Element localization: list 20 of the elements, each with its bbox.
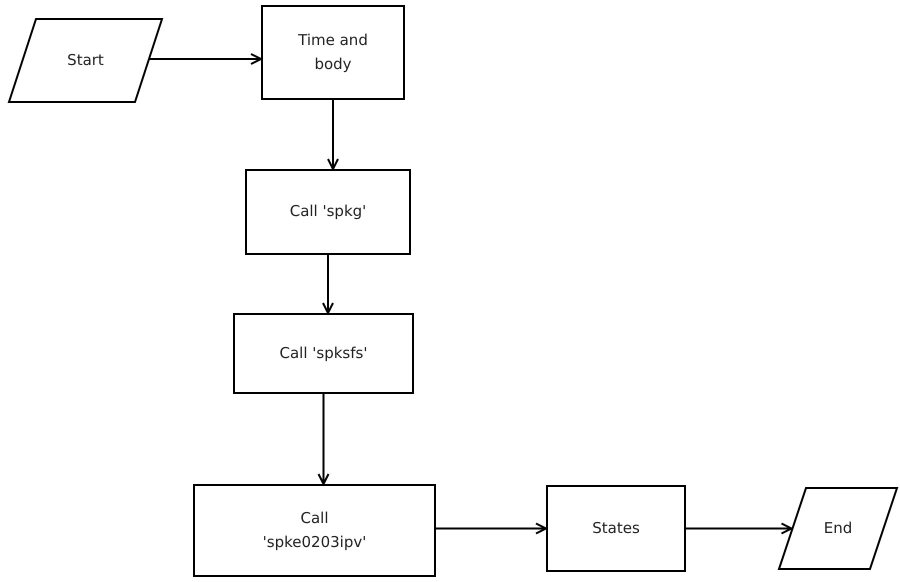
- node-label: Call 'spkg': [290, 201, 366, 222]
- node-label: Time and body: [297, 30, 369, 74]
- io-parallelogram: [8, 18, 163, 103]
- node-label: Call 'spksfs': [280, 342, 368, 364]
- process-box: [245, 169, 411, 255]
- process-box: [233, 313, 414, 394]
- process-box: [261, 5, 405, 100]
- arrow: [322, 255, 334, 314]
- arrow: [435, 522, 547, 534]
- arrow: [148, 53, 262, 65]
- node-label: Call 'spke0203ipv': [262, 508, 368, 552]
- arrow: [685, 522, 792, 534]
- node-label: Start: [67, 50, 104, 71]
- node-label: States: [592, 518, 640, 539]
- process-box: [193, 484, 436, 577]
- process-box: [546, 485, 686, 572]
- node-label: End: [824, 518, 852, 539]
- arrow: [327, 100, 339, 170]
- io-parallelogram: [778, 487, 898, 570]
- arrow: [318, 394, 330, 485]
